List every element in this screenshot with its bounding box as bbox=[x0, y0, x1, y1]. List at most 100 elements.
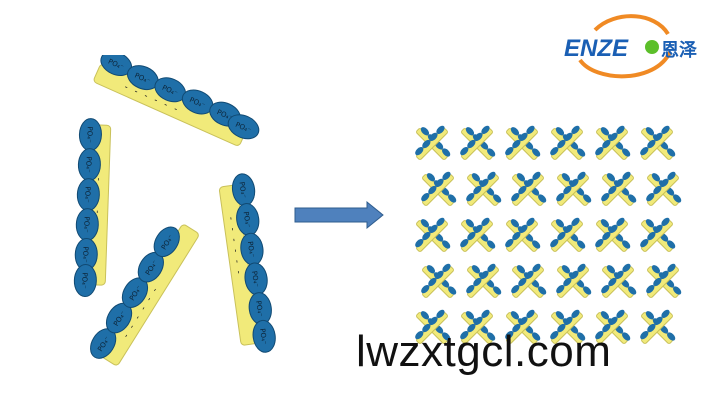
platelet-top: - - - - - - bbox=[93, 55, 264, 146]
network-bead bbox=[516, 173, 526, 182]
network-bead bbox=[622, 171, 631, 180]
network-platelet bbox=[415, 309, 448, 344]
network-bead bbox=[616, 309, 625, 318]
network-bead bbox=[442, 240, 451, 249]
network-bead bbox=[622, 240, 631, 249]
network-platelet bbox=[421, 171, 454, 206]
network-bead bbox=[673, 194, 682, 203]
network-bead bbox=[556, 192, 565, 202]
network-bead bbox=[555, 311, 565, 320]
network-bead bbox=[471, 173, 481, 182]
network-bead bbox=[606, 265, 616, 274]
network-bead bbox=[645, 127, 655, 136]
network-bead bbox=[628, 194, 637, 203]
network-bead bbox=[429, 224, 438, 234]
network-bead bbox=[474, 316, 483, 326]
network-bead bbox=[583, 194, 592, 203]
network-bead bbox=[602, 231, 611, 241]
network-bead bbox=[442, 171, 451, 180]
network-platelet bbox=[550, 125, 583, 160]
network-bead bbox=[667, 148, 676, 157]
network-platelet bbox=[595, 217, 628, 252]
network-platelet bbox=[595, 309, 628, 344]
network-bead bbox=[519, 224, 528, 234]
network-bead bbox=[609, 316, 618, 326]
network-bead bbox=[487, 148, 496, 157]
network-bead bbox=[480, 178, 489, 188]
platelet-right: - - - - - - bbox=[218, 171, 278, 355]
network-bead bbox=[525, 178, 534, 188]
network-platelet bbox=[415, 125, 448, 160]
network-bead bbox=[550, 146, 559, 156]
network-bead bbox=[532, 171, 541, 180]
network-bead bbox=[647, 323, 656, 333]
network-bead bbox=[487, 171, 496, 180]
network-bead bbox=[640, 330, 649, 340]
network-bead bbox=[555, 127, 565, 136]
network-bead bbox=[436, 125, 445, 134]
network-bead bbox=[426, 173, 436, 182]
crosslinked-network-diagram bbox=[415, 125, 682, 344]
network-bead bbox=[601, 284, 610, 294]
network-bead bbox=[532, 148, 541, 157]
network-bead bbox=[487, 263, 496, 272]
network-bead bbox=[595, 238, 604, 248]
network-bead bbox=[420, 127, 430, 136]
network-platelet bbox=[640, 125, 673, 160]
network-bead bbox=[467, 323, 476, 333]
network-bead bbox=[600, 127, 610, 136]
network-bead bbox=[595, 330, 604, 340]
network-bead bbox=[422, 231, 431, 241]
network-platelet bbox=[550, 309, 583, 344]
network-bead bbox=[577, 240, 586, 249]
network-platelet bbox=[601, 171, 634, 206]
network-bead bbox=[564, 316, 573, 326]
network-bead bbox=[493, 286, 502, 295]
network-bead bbox=[532, 332, 541, 341]
network-platelet bbox=[556, 263, 589, 298]
network-bead bbox=[577, 332, 586, 341]
network-bead bbox=[505, 238, 514, 248]
network-bead bbox=[645, 219, 655, 228]
network-bead bbox=[467, 139, 476, 149]
network-bead bbox=[510, 311, 520, 320]
network-bead bbox=[622, 332, 631, 341]
network-platelet bbox=[646, 263, 679, 298]
network-bead bbox=[538, 194, 547, 203]
network-bead bbox=[577, 171, 586, 180]
network-bead bbox=[653, 185, 662, 195]
logo-green-dot bbox=[645, 40, 659, 54]
network-platelet bbox=[505, 309, 538, 344]
network-bead bbox=[467, 231, 476, 241]
network-bead bbox=[647, 139, 656, 149]
network-bead bbox=[651, 265, 661, 274]
network-bead bbox=[645, 311, 655, 320]
network-bead bbox=[667, 171, 676, 180]
network-bead bbox=[555, 219, 565, 228]
network-bead bbox=[557, 231, 566, 241]
network-bead bbox=[436, 309, 445, 318]
network-bead bbox=[429, 132, 438, 142]
network-platelet bbox=[460, 125, 493, 160]
network-bead bbox=[473, 185, 482, 195]
network-bead bbox=[481, 309, 490, 318]
network-bead bbox=[420, 219, 430, 228]
network-bead bbox=[602, 139, 611, 149]
network-bead bbox=[428, 277, 437, 287]
network-platelet bbox=[640, 217, 673, 252]
network-bead bbox=[570, 270, 579, 280]
network-bead bbox=[526, 125, 535, 134]
network-bead bbox=[435, 178, 444, 188]
network-bead bbox=[505, 330, 514, 340]
network-platelet bbox=[646, 171, 679, 206]
logo-orange-arc bbox=[578, 51, 672, 79]
network-bead bbox=[602, 323, 611, 333]
network-bead bbox=[525, 270, 534, 280]
network-bead bbox=[442, 263, 451, 272]
network-platelet bbox=[640, 309, 673, 344]
network-platelet bbox=[460, 309, 493, 344]
network-bead bbox=[471, 265, 481, 274]
network-bead bbox=[646, 192, 655, 202]
network-bead bbox=[421, 284, 430, 294]
network-bead bbox=[465, 311, 475, 320]
